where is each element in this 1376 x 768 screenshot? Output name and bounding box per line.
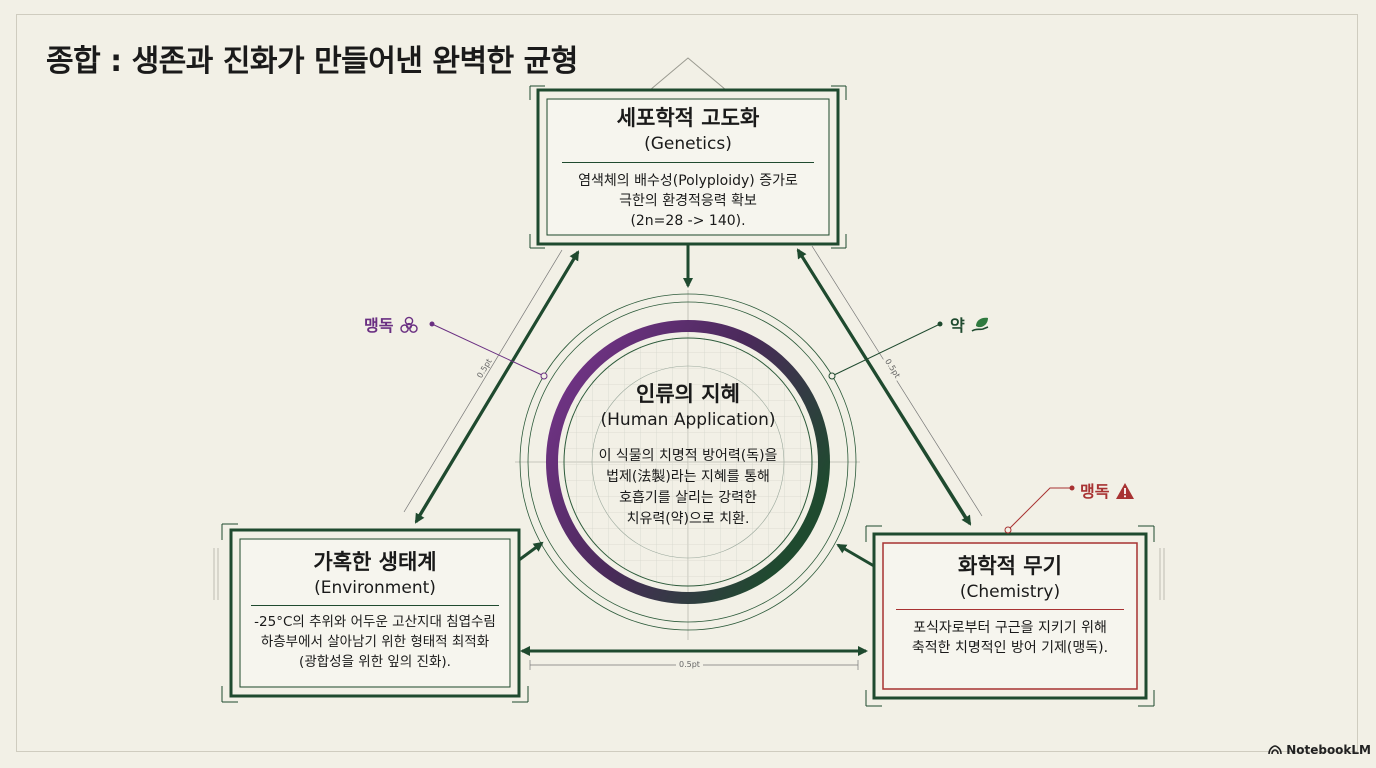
apex-triangle [649,57,727,91]
genetics-body: 염색체의 배수성(Polyploidy) 증가로 극한의 환경적응력 확보 (2… [578,173,798,229]
arrow-right-to-center [836,543,875,568]
center-body: 이 식물의 치명적 방어력(독)을 법제(法製)라는 지혜를 통해 호흡기를 살… [598,448,778,527]
leaf-hand-icon [970,316,992,335]
poison-right-leader [1009,487,1072,529]
genetics-box: 세포학적 고도화 (Genetics) 염색체의 배수성(Polyploidy)… [548,100,828,234]
right-box-outer [872,532,1148,700]
notebooklm-logo-icon [1268,743,1286,757]
main-ring [546,320,830,604]
notebooklm-brand: NotebookLM [1268,743,1371,757]
top-box-inner [546,98,830,236]
grid-disc [562,336,814,588]
innermost-ring [591,365,785,559]
medicine-leader [831,323,941,377]
chemistry-subheading: (Chemistry) [959,582,1061,602]
inner-thin-ring [563,337,813,587]
arrow-left-to-center [518,541,544,562]
chemistry-divider [896,609,1124,610]
outer-thin-ring [519,293,857,631]
environment-box: 가혹한 생태계 (Environment) -25°C의 추위와 어두운 고산지… [241,540,509,686]
environment-heading: 가혹한 생태계 [313,550,437,574]
page-frame [16,14,1358,752]
chemistry-body: 포식자로부터 구근을 지키기 위해 축적한 치명적인 방어 기제(맹독). [911,620,1109,656]
environment-divider [251,605,499,606]
center-subheading: (Human Application) [600,410,776,430]
biohazard-icon [399,316,419,335]
environment-body: -25°C의 추위와 어두운 고산지대 침엽수림 하층부에서 살아남기 위한 형… [254,614,496,670]
left-box-outer [229,528,521,698]
genetics-heading: 세포학적 고도화 [616,106,760,130]
human-application-center: 인류의 지혜 (Human Application) 이 식물의 치명적 방어력… [548,324,828,604]
outer-thin-ring-2 [527,301,849,623]
dimension-label-bottom: 0.5pt [676,660,703,669]
arrow-left-top-b [414,251,580,524]
right-box-inner [882,542,1138,690]
left-box-inner [239,538,511,688]
chemistry-heading: 화학적 무기 [958,554,1062,578]
center-heading: 인류의 지혜 [636,382,740,406]
poison-right-label: 맹독 [1080,478,1135,502]
poison-left-leader [431,323,545,377]
environment-subheading: (Environment) [314,578,436,598]
poison-left-label: 맹독 [364,312,419,336]
genetics-subheading: (Genetics) [644,134,732,154]
chemistry-box: 화학적 무기 (Chemistry) 포식자로부터 구근을 지키기 위해 축적한… [884,544,1136,688]
arrow-right-top-b [796,249,972,526]
medicine-label: 약 [950,312,992,336]
genetics-divider [562,162,814,163]
warning-icon [1115,482,1135,501]
page-title: 종합 : 생존과 진화가 만들어낸 완벽한 균형 [46,44,578,79]
